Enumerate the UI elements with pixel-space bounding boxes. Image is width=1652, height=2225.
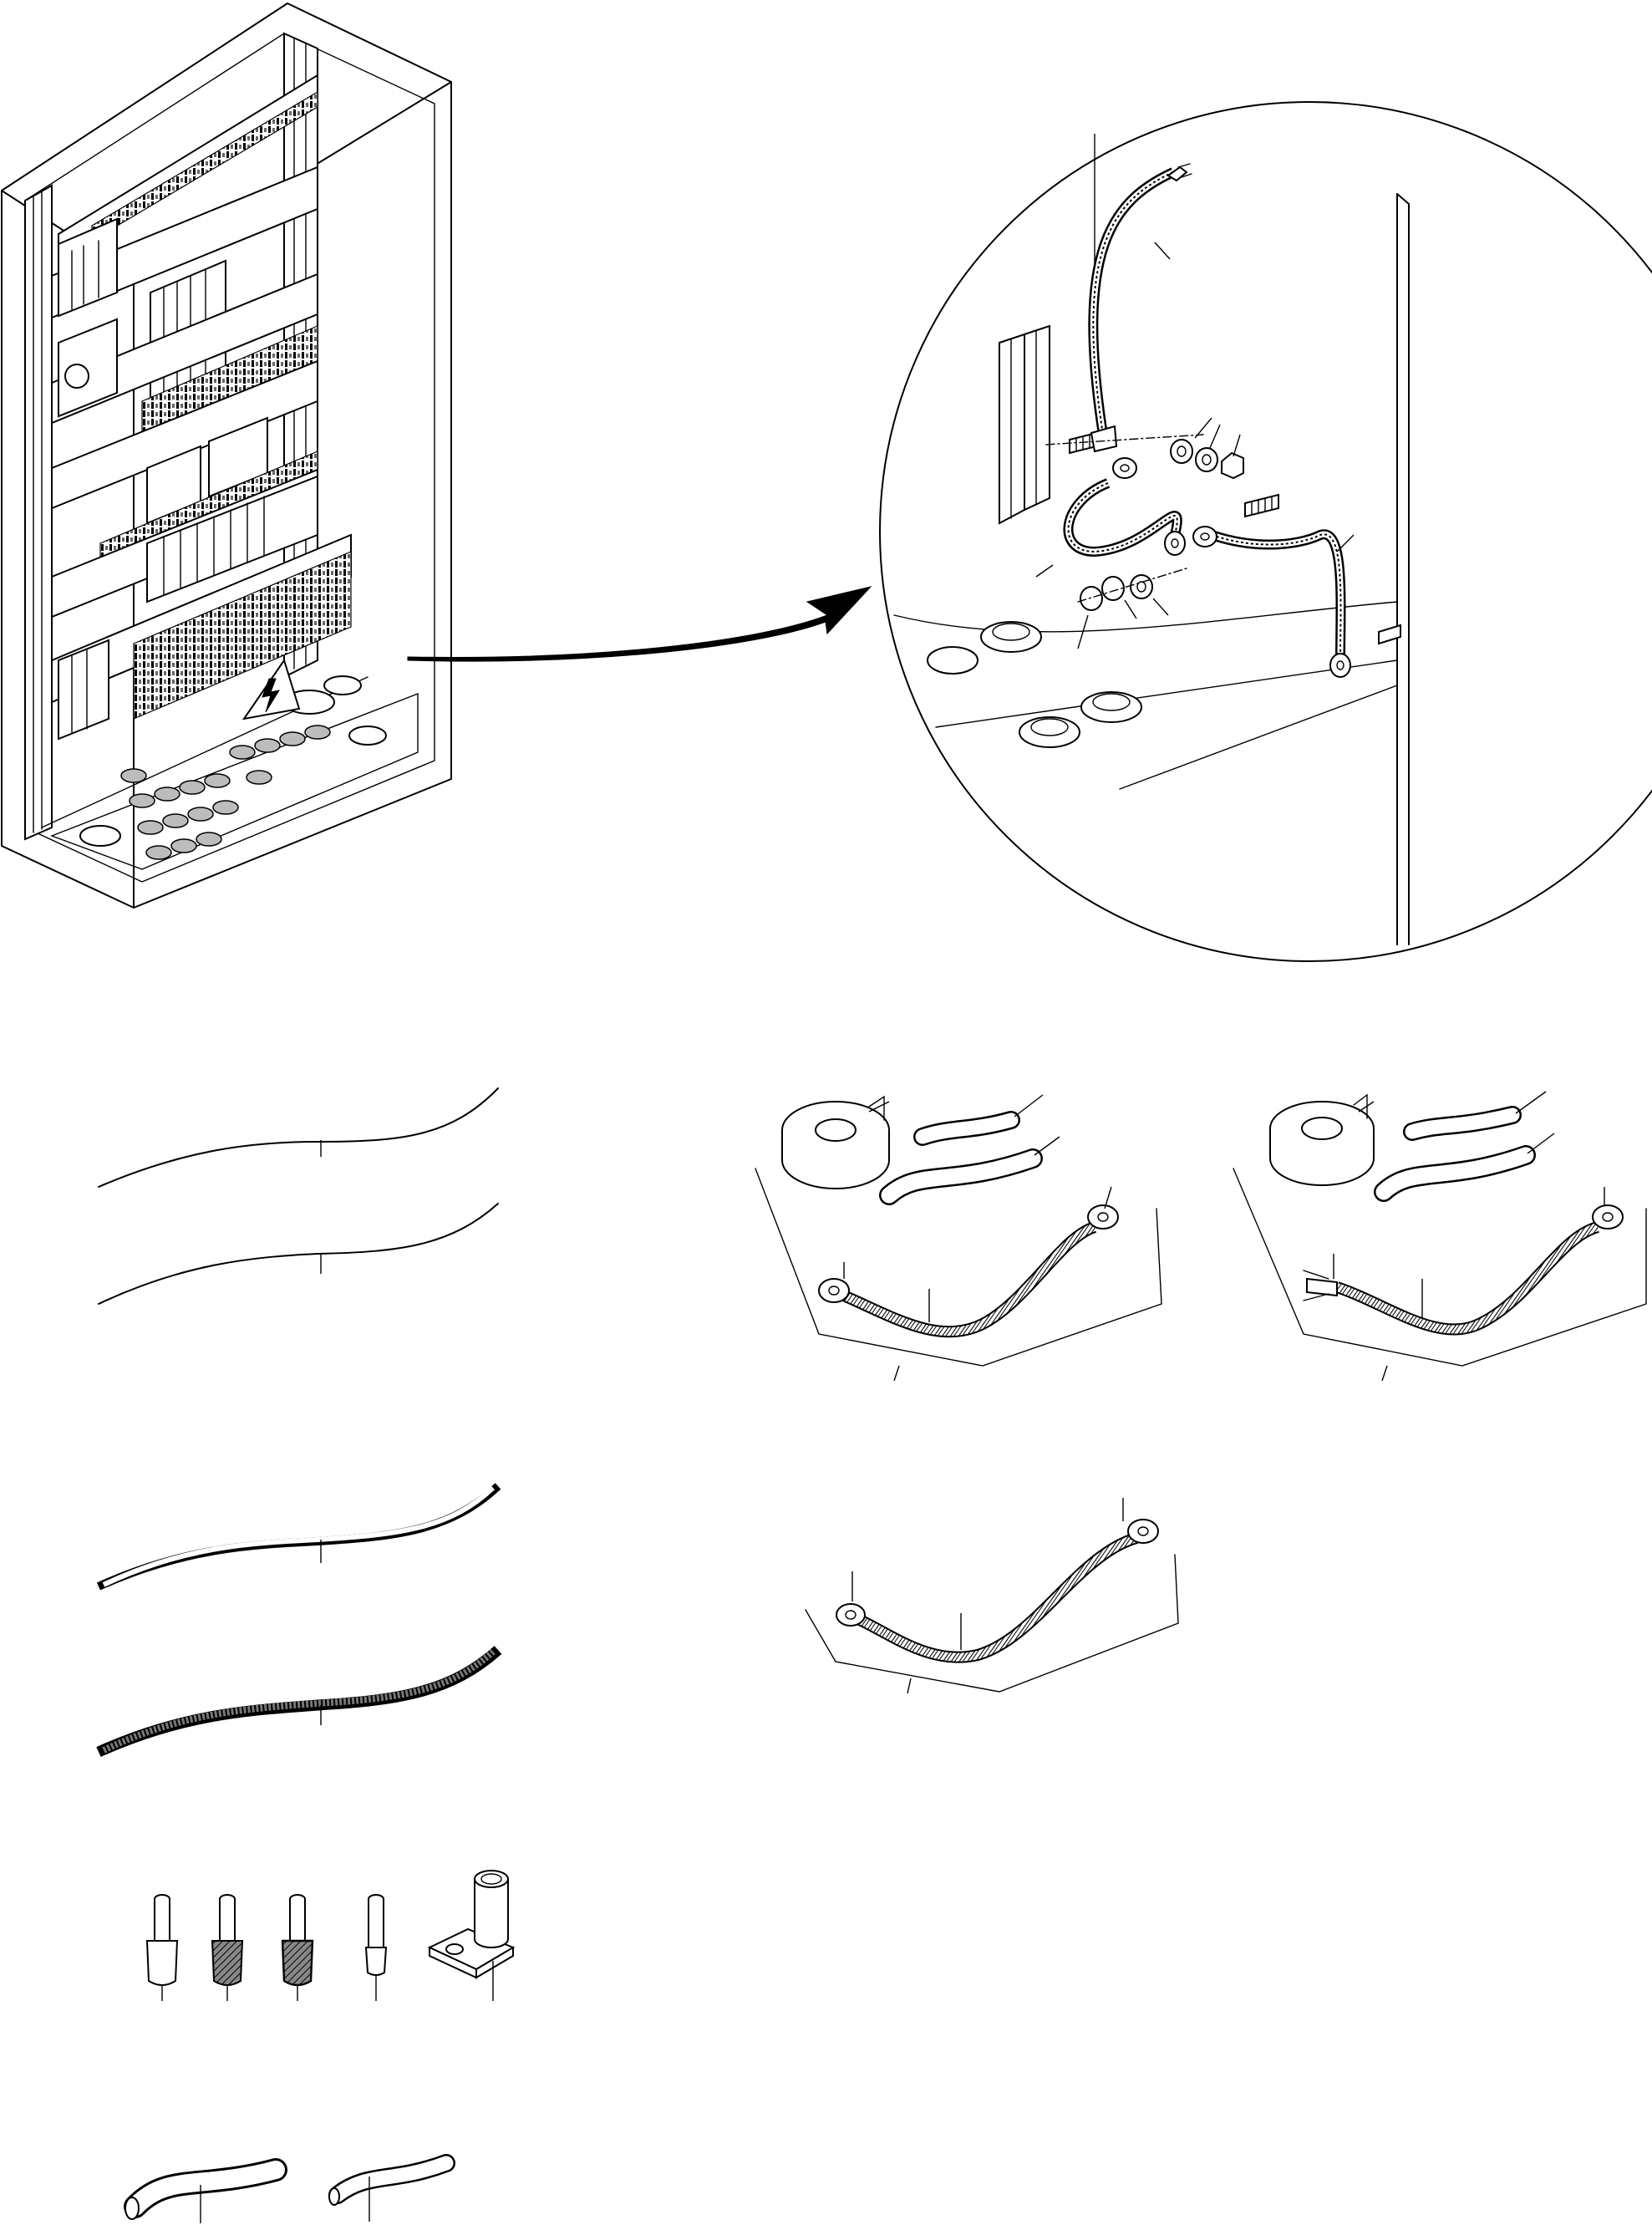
ground-strap (805, 1498, 1179, 1694)
gland-plate (41, 675, 419, 870)
din-rail-row-6 (51, 533, 352, 741)
ferrule-bare (364, 1894, 388, 2001)
din-rail-row-5 (51, 468, 318, 619)
cabinet-rail-left (24, 184, 53, 841)
ferrule-white (145, 1894, 179, 2001)
black-wire (98, 1087, 499, 1188)
tape-and-strap-kit-fork (1233, 1091, 1647, 1382)
white-wire (96, 1483, 501, 1591)
braided-wire (96, 1646, 502, 1757)
cabinet (1, 3, 452, 909)
ferrule-grey (211, 1894, 244, 2001)
detail-pointer-arrow (407, 586, 872, 662)
tape-and-strap-kit-ring (755, 1094, 1162, 1382)
detail-magnifier-icon (893, 134, 1410, 945)
grounding-detail (879, 101, 1652, 962)
high-voltage-warning-icon (241, 658, 301, 720)
tube-small (328, 2154, 455, 2222)
cable-lug (427, 1870, 516, 2001)
ferrule-black (281, 1894, 314, 2001)
tube-large (124, 2158, 287, 2223)
black-wire-thick (98, 1203, 499, 1305)
